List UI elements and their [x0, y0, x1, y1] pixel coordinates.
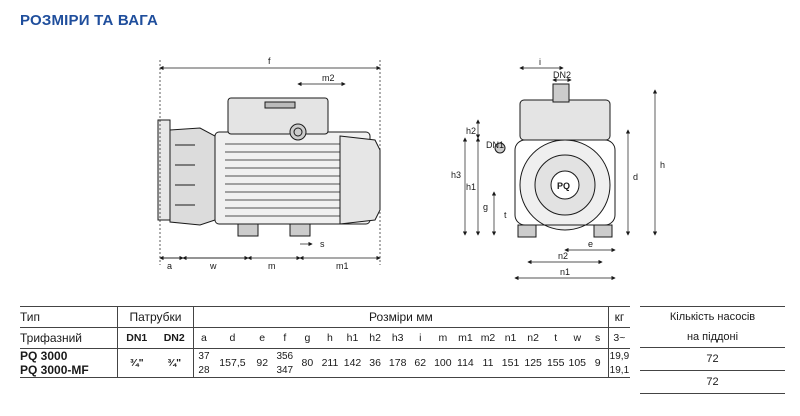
pq-logo: PQ — [557, 181, 570, 191]
dim-n1: n1 — [560, 267, 570, 277]
dim-s: s — [320, 239, 325, 249]
cell-m1: 114 — [454, 348, 477, 378]
dim-h2: h2 — [466, 126, 476, 136]
dim-g: g — [483, 202, 488, 212]
cell-h2: 36 — [363, 348, 387, 378]
dim-dn2: DN2 — [553, 70, 571, 80]
model-pq3000: PQ 3000 — [20, 349, 68, 363]
dimensions-table: Тип Патрубки Розміри мм кг Трифазний DN1… — [20, 306, 630, 378]
cell-h1: 142 — [341, 348, 364, 378]
cell-d: 157,5 — [213, 348, 251, 378]
col-m1: m1 — [454, 327, 477, 349]
cell-dn1: ¾" — [117, 348, 156, 378]
cell-w: 105 — [567, 348, 588, 378]
col-s: s — [587, 327, 609, 349]
dim-d: d — [633, 172, 638, 182]
pallet-header-line1: Кількість насосів — [640, 306, 785, 327]
dim-m2: m2 — [322, 73, 335, 83]
cell-i: 62 — [408, 348, 432, 378]
dim-n2: n2 — [558, 251, 568, 261]
col-m: m — [431, 327, 455, 349]
cell-t: 155 — [544, 348, 568, 378]
dim-t: t — [504, 210, 507, 220]
dim-h1: h1 — [466, 182, 476, 192]
col-e: e — [250, 327, 274, 349]
side-view — [157, 97, 381, 237]
cell-dn2: ¾" — [155, 348, 194, 378]
dim-a: a — [167, 261, 172, 271]
col-m2: m2 — [476, 327, 500, 349]
side-view-dimensions — [159, 60, 381, 265]
header-three-phase: Трифазний — [20, 327, 118, 349]
col-d: d — [213, 327, 251, 349]
pallet-value-row1: 72 — [640, 347, 785, 371]
col-kg-three-phase: 3~ — [607, 327, 630, 349]
cell-n2: 125 — [521, 348, 545, 378]
header-type: Тип — [20, 306, 118, 328]
dim-h3: h3 — [451, 170, 461, 180]
cell-n1: 151 — [499, 348, 522, 378]
col-h3: h3 — [386, 327, 409, 349]
col-g: g — [296, 327, 319, 349]
dim-i: i — [539, 57, 541, 67]
pallet-table: Кількість насосів на піддоні 72 72 — [640, 306, 785, 394]
col-n1: n1 — [499, 327, 522, 349]
cell-f-row2: 347 — [273, 363, 297, 378]
dim-m: m — [268, 261, 276, 271]
cell-h: 211 — [318, 348, 342, 378]
dim-h: h — [660, 160, 665, 170]
front-view — [494, 83, 616, 238]
col-w: w — [567, 327, 588, 349]
cell-m: 100 — [431, 348, 455, 378]
header-dn1: DN1 — [117, 327, 156, 349]
col-h: h — [318, 327, 342, 349]
cell-m2: 11 — [476, 348, 500, 378]
pallet-header-line2: на піддоні — [640, 327, 785, 348]
header-kg: кг — [607, 306, 630, 328]
cell-e: 92 — [250, 348, 274, 378]
cell-f-row1: 356 — [276, 350, 294, 362]
pump-dimension-drawing: f m2 a w m m1 s PQ — [0, 40, 800, 290]
col-a: a — [192, 327, 214, 349]
dim-w: w — [209, 261, 217, 271]
col-f: f — [273, 327, 297, 349]
cell-h3: 178 — [386, 348, 409, 378]
cell-kg-row1: 19,9 — [607, 348, 630, 363]
cell-a-row2: 28 — [192, 363, 214, 378]
dim-e: e — [588, 239, 593, 249]
header-ports: Патрубки — [117, 306, 194, 328]
col-i: i — [408, 327, 432, 349]
col-t: t — [544, 327, 568, 349]
dim-dn1: DN1 — [486, 140, 504, 150]
cell-kg-row2: 19,1 — [607, 363, 630, 378]
pallet-value-row2: 72 — [640, 370, 785, 394]
col-h2: h2 — [363, 327, 387, 349]
dim-m1: m1 — [336, 261, 349, 271]
cell-g: 80 — [296, 348, 319, 378]
cell-s: 9 — [587, 348, 609, 378]
col-n2: n2 — [521, 327, 545, 349]
page-title: РОЗМІРИ ТА ВАГА — [20, 12, 159, 29]
front-view-dimensions — [462, 65, 658, 281]
header-dimensions: Розміри мм — [192, 306, 609, 328]
header-dn2: DN2 — [155, 327, 194, 349]
dim-f: f — [268, 56, 271, 66]
cell-a-row1: 37 — [192, 348, 214, 363]
model-pq3000-mf: PQ 3000-MF — [20, 363, 118, 378]
col-h1: h1 — [341, 327, 364, 349]
